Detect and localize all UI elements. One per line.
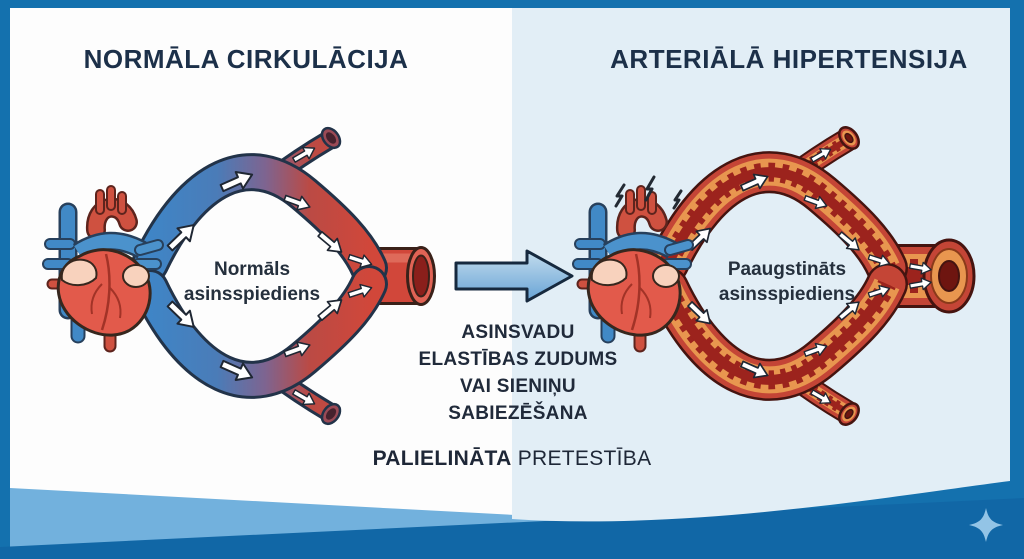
footer-dark-band bbox=[0, 498, 1024, 559]
elevated-pressure-label: Paaugstināts asinsspiediens bbox=[687, 258, 887, 307]
normal-pressure-label: Normāls asinsspiediens bbox=[152, 258, 352, 307]
result-regular-word: PRETESTĪBA bbox=[517, 447, 652, 470]
vessel-opening bbox=[838, 126, 860, 150]
cause-line3: VAI SIENIŅU bbox=[460, 375, 576, 397]
transition-arrow-icon bbox=[454, 249, 574, 303]
vessel-opening bbox=[320, 402, 342, 426]
normal-pressure-line2: asinsspiediens bbox=[183, 283, 321, 305]
vessel-opening bbox=[922, 238, 976, 314]
right-panel bbox=[512, 8, 1010, 522]
cause-description: ASINSVADU ELASTĪBAS ZUDUMS VAI SIENIŅU S… bbox=[403, 320, 633, 428]
sparkle-icon bbox=[969, 508, 1003, 542]
vessel-opening bbox=[406, 246, 436, 306]
lightning-bolts-icon bbox=[614, 175, 683, 210]
normal-pressure-line1: Normāls bbox=[213, 259, 291, 280]
elevated-pressure-line2: asinsspiediens bbox=[718, 283, 856, 305]
cause-line2: ELASTĪBAS ZUDUMS bbox=[418, 348, 618, 370]
result-bold-word: PALIELINĀTA bbox=[372, 447, 512, 470]
right-panel-title: ARTERIĀLĀ HIPERTENSIJA bbox=[610, 44, 968, 74]
left-panel bbox=[10, 8, 512, 559]
cause-line1: ASINSVADU bbox=[461, 322, 575, 343]
left-panel-title: NORMĀLA CIRKULĀCIJA bbox=[83, 44, 409, 74]
hypertensive-vessels bbox=[647, 126, 976, 426]
vessel-opening bbox=[320, 126, 342, 150]
result-statement: PALIELINĀTA PRETESTĪBA bbox=[310, 447, 714, 471]
elevated-pressure-line1: Paaugstināts bbox=[727, 259, 847, 280]
vessel-opening bbox=[838, 402, 860, 426]
cause-line4: SABIEZĒŠANA bbox=[448, 402, 588, 424]
normal-vessels bbox=[131, 126, 436, 426]
